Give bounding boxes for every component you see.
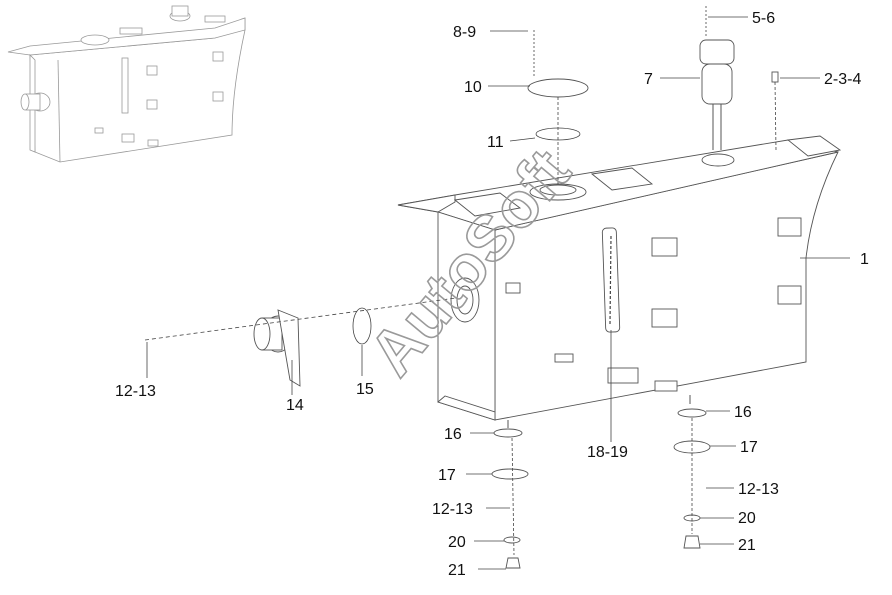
callout-18-19: 18-19 [587, 444, 628, 461]
callout-14: 14 [286, 397, 304, 414]
callout-5-6: 5-6 [752, 10, 775, 27]
callout-17-left: 17 [438, 467, 456, 484]
callout-7: 7 [644, 71, 653, 88]
callout-labels: 8-9 5-6 10 7 2-3-4 11 1 12-13 14 15 16 1… [115, 10, 869, 579]
callout-12-13-bottom: 12-13 [432, 501, 473, 518]
callout-15: 15 [356, 381, 374, 398]
filler-neck-14-15 [144, 297, 457, 387]
drain-assembly-left [491, 428, 529, 569]
cap-assembly-7 [699, 6, 735, 150]
callout-12-13-right: 12-13 [738, 481, 779, 498]
cover-plate-10 [527, 30, 589, 184]
drain-assembly-right [673, 408, 711, 549]
callout-12-13-left: 12-13 [115, 383, 156, 400]
callout-20-left: 20 [448, 534, 466, 551]
callout-21-left: 21 [448, 562, 466, 579]
callout-2-3-4: 2-3-4 [824, 71, 861, 88]
callout-8-9: 8-9 [453, 24, 476, 41]
callout-1: 1 [860, 251, 869, 268]
callout-10: 10 [464, 79, 482, 96]
callout-20-right: 20 [738, 510, 756, 527]
overview-tank [7, 5, 246, 163]
callout-17-right: 17 [740, 439, 758, 456]
callout-11: 11 [487, 134, 504, 151]
callout-16-left: 16 [444, 426, 462, 443]
bolt-2-3-4 [771, 71, 779, 151]
callout-21-right: 21 [738, 537, 756, 554]
leader-lines [146, 16, 850, 570]
callout-16-right: 16 [734, 404, 752, 421]
fuel-tank-body [397, 135, 842, 428]
